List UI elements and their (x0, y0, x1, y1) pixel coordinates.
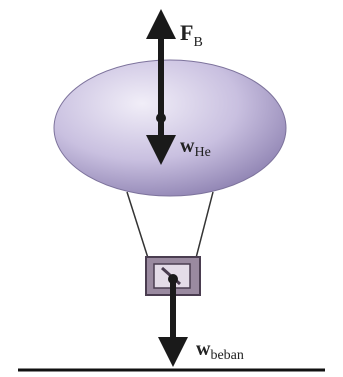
balloon-center-dot (156, 113, 166, 123)
buoyant-force-label: FB (180, 20, 203, 50)
load-weight-label: wbeban (196, 338, 244, 363)
balloon-envelope (53, 59, 287, 197)
rope-right (195, 191, 214, 259)
rope-left (126, 191, 149, 259)
helium-weight-label: wHe (180, 135, 211, 160)
load-center-dot (168, 274, 178, 284)
